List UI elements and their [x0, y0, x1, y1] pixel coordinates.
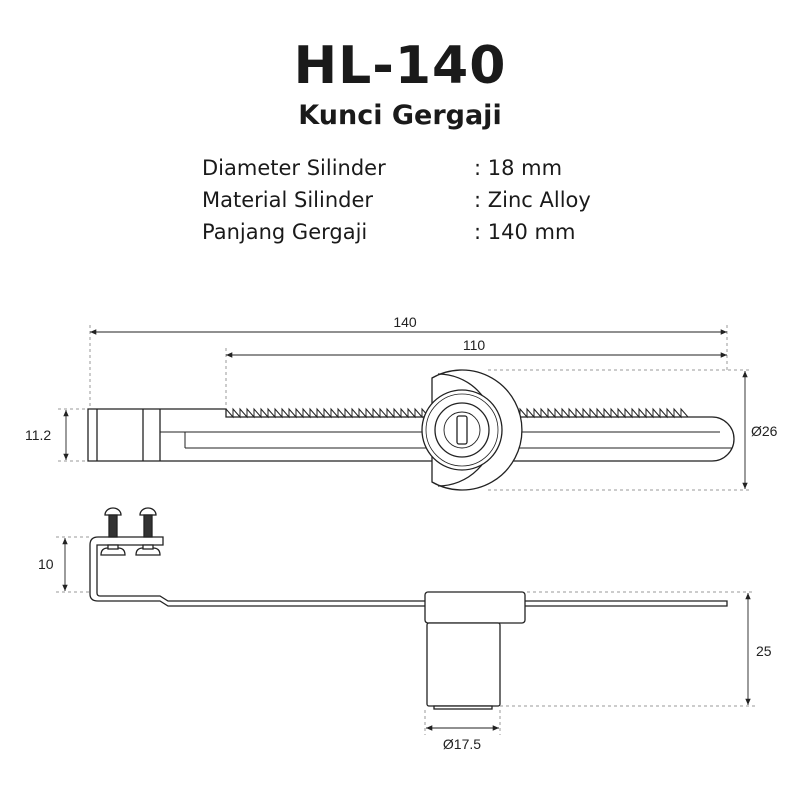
spec-label: Panjang Gergaji	[202, 220, 368, 244]
top-view	[58, 325, 752, 491]
bracket	[89, 536, 728, 607]
side-view	[56, 507, 755, 735]
product-code: HL-140	[293, 36, 507, 96]
dim-label-26: Ø26	[751, 423, 778, 439]
dim-label-10: 10	[38, 556, 54, 572]
screw	[100, 507, 126, 556]
dim-label-110: 110	[463, 337, 486, 353]
lock-housing	[424, 591, 526, 710]
product-name: Kunci Gergaji	[298, 100, 502, 131]
dim-label-11-2: 11.2	[25, 427, 51, 443]
spec-row: Diameter Silinder : 18 mm	[202, 156, 562, 180]
extension-lines	[58, 325, 752, 491]
keyhole-icon	[456, 415, 468, 445]
dim-label-25: 25	[756, 643, 772, 659]
screw	[135, 507, 161, 556]
spec-label: Diameter Silinder	[202, 156, 386, 180]
dim-label-140: 140	[393, 314, 417, 330]
spec-value: : 140 mm	[474, 220, 576, 244]
dim-label-17-5: Ø17.5	[443, 736, 481, 752]
spec-value: : Zinc Alloy	[474, 188, 591, 212]
spec-value: : 18 mm	[474, 156, 563, 180]
lock-cylinder	[421, 369, 523, 491]
spec-label: Material Silinder	[202, 188, 374, 212]
spec-row: Panjang Gergaji : 140 mm	[202, 220, 575, 244]
spec-row: Material Silinder : Zinc Alloy	[202, 188, 591, 212]
